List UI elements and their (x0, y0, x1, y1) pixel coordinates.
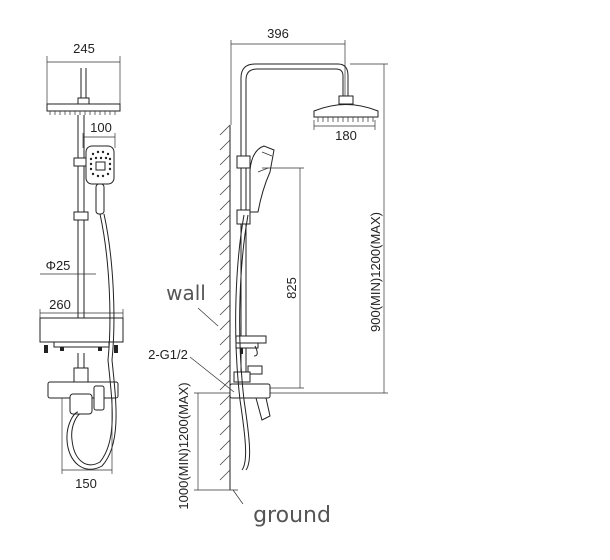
shower-head-front (46, 103, 121, 115)
shelf-front (39, 317, 124, 353)
arm-reach-label: 396 (267, 26, 289, 41)
handshower-width-label: 100 (90, 120, 112, 135)
mixer-front (47, 367, 119, 415)
wall-label: wall (166, 281, 206, 305)
handshower-width-dimension: 100 (82, 120, 116, 148)
mixer-width-dimension: 150 (61, 398, 113, 491)
head-diameter-label: 180 (335, 128, 357, 143)
mixer-side (229, 365, 271, 421)
shelf-width-label: 260 (49, 297, 71, 312)
handshower-front (85, 145, 115, 215)
wall-hatch (219, 124, 231, 490)
handshower-side (236, 145, 275, 225)
wall-callout: wall (166, 281, 219, 327)
head-diameter-dimension: 180 (313, 120, 376, 143)
inlet-label: 2-G1/2 (148, 347, 188, 362)
head-width-dimension: 245 (46, 41, 121, 110)
pipe-diameter-label: Φ25 (46, 258, 71, 273)
head-width-label: 245 (73, 41, 95, 56)
ground-label: ground (253, 503, 331, 528)
slide-height-dimension: 825 (262, 167, 304, 389)
ground-callout: ground (232, 489, 331, 528)
shower-head-side (313, 95, 379, 122)
shelf-side (235, 335, 267, 357)
front-view: 245 100 (39, 41, 124, 491)
mount-height-label: 1000(MIN)1200(MAX) (176, 382, 191, 509)
side-view: 396 180 (148, 26, 388, 528)
arm-reach-dimension: 396 (230, 26, 346, 125)
shelf-width-dimension: 260 (39, 297, 124, 320)
mixer-width-label: 150 (75, 476, 97, 491)
slide-height-label: 825 (284, 277, 299, 299)
total-height-label: 900(MIN)1200(MAX) (368, 212, 383, 332)
mount-height-dimension: 1000(MIN)1200(MAX) (176, 382, 238, 510)
inlet-callout: 2-G1/2 (148, 347, 235, 393)
pipe-diameter-dimension: Φ25 (40, 258, 96, 275)
total-height-dimension: 900(MIN)1200(MAX) (268, 63, 388, 394)
